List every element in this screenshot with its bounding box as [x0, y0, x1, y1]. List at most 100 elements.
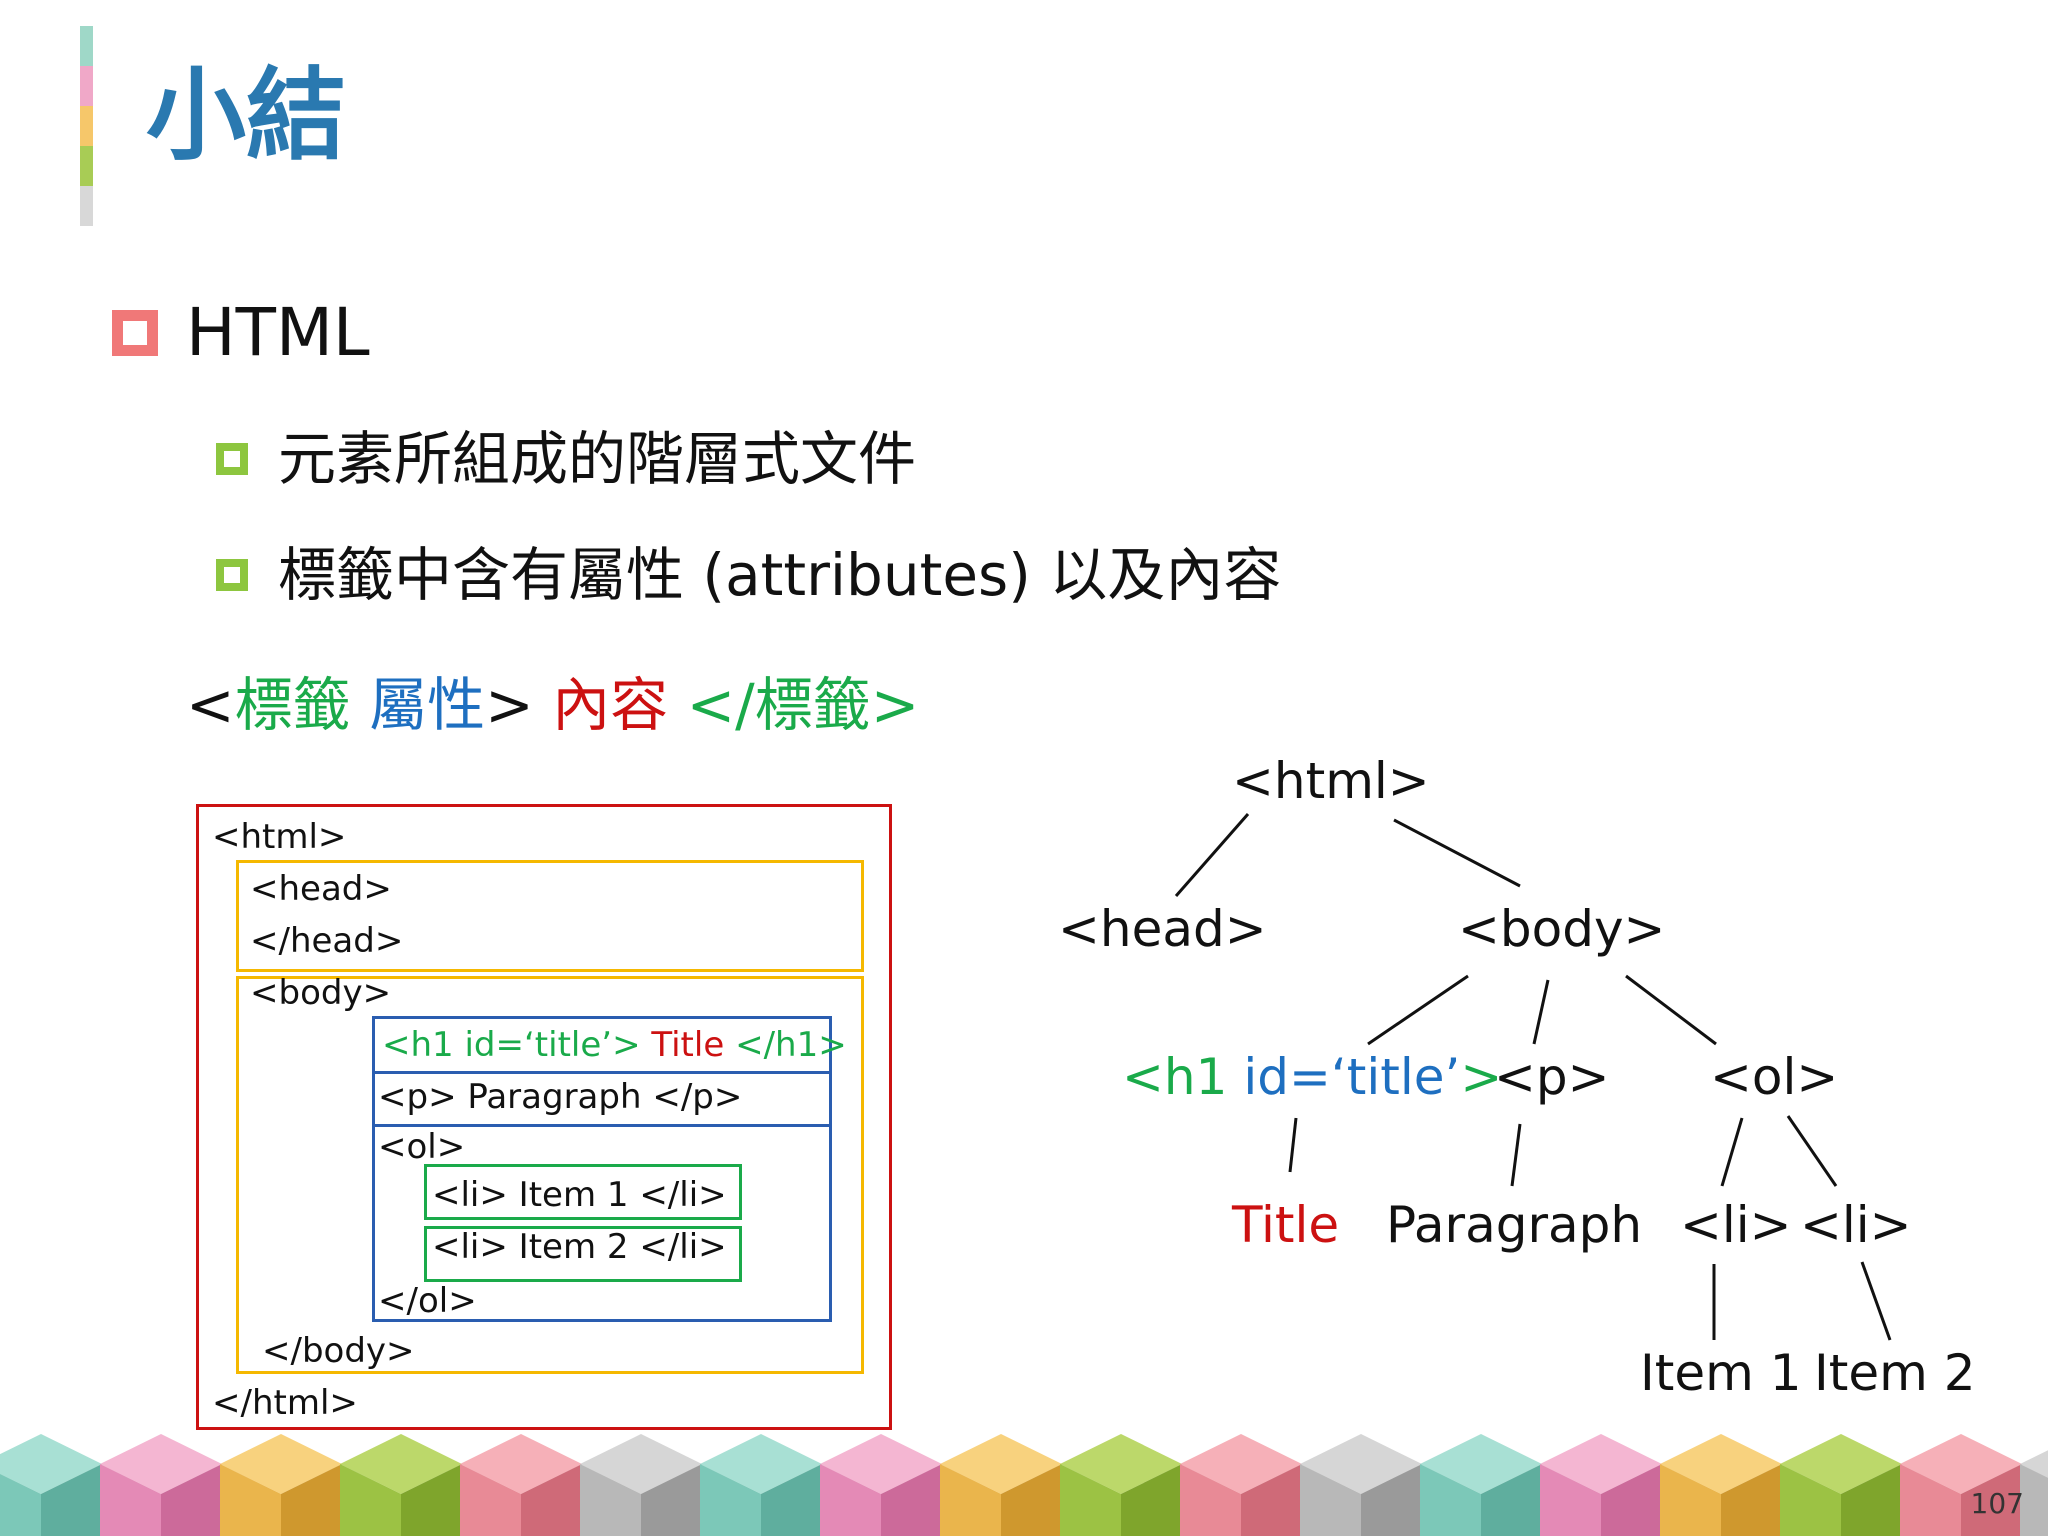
cube-right [401, 1464, 462, 1536]
syntax-attribute: 屬性 [369, 671, 486, 739]
cube-right [1121, 1464, 1182, 1536]
cube-right [161, 1464, 222, 1536]
cube-left [700, 1464, 761, 1536]
edge-html-body [1393, 818, 1521, 888]
slide-title: 小結 [146, 57, 346, 174]
cube-top [2020, 1450, 2048, 1478]
tag-syntax-line: <標籤 屬性> 內容 </標籤> [186, 676, 919, 734]
tree-h1-attr: id=‘title’ [1243, 1048, 1461, 1106]
cube-left [220, 1464, 281, 1536]
code-body-close: </body> [262, 1331, 415, 1371]
tree-h1-end: > [1460, 1048, 1503, 1106]
cube-right [1841, 1464, 1902, 1536]
edge-ol-li2 [1786, 1115, 1838, 1187]
cube-left [340, 1464, 401, 1536]
cube-right [281, 1464, 342, 1536]
cube-right [41, 1464, 102, 1536]
tree-node-li2: <li> [1800, 1196, 1912, 1254]
edge-body-ol [1625, 974, 1717, 1046]
tree-node-body: <body> [1458, 900, 1666, 958]
cube-right [521, 1464, 582, 1536]
edge-html-head [1174, 813, 1250, 897]
code-head-close: </head> [250, 921, 404, 961]
cube-right [1001, 1464, 1062, 1536]
bullet-html: HTML [112, 300, 370, 366]
code-html-close: </html> [212, 1383, 358, 1423]
li2-box [424, 1226, 742, 1282]
cube-left [1180, 1464, 1241, 1536]
tree-node-paragraph: Paragraph [1386, 1196, 1643, 1254]
cube-left [580, 1464, 641, 1536]
syntax-close-tag: </標籤> [686, 671, 920, 739]
bullet-text: HTML [186, 294, 370, 371]
body-box [236, 976, 864, 1374]
edge-body-p [1532, 979, 1550, 1045]
cube-left [820, 1464, 881, 1536]
cube-left [1540, 1464, 1601, 1536]
cube-left [0, 1473, 41, 1536]
code-li2: <li> Item 2 </li> [432, 1227, 727, 1267]
tree-node-item1: Item 1 [1640, 1344, 1802, 1402]
sub-bullet-1: 元素所組成的階層式文件 [216, 430, 916, 488]
tree-node-item2: Item 2 [1814, 1344, 1976, 1402]
cube-top [0, 1434, 102, 1494]
syntax-content: 內容 [552, 671, 669, 739]
cube-right [1721, 1464, 1782, 1536]
square-bullet-icon [216, 443, 248, 475]
head-box [236, 860, 864, 972]
cube-right [641, 1464, 702, 1536]
cube-right [1961, 1464, 2022, 1536]
edge-body-h1 [1367, 974, 1469, 1046]
tree-node-li1: <li> [1680, 1196, 1792, 1254]
sub-bullet-text: 元素所組成的階層式文件 [278, 425, 917, 493]
code-h1-content: Title [651, 1025, 725, 1065]
cube-right [1481, 1464, 1542, 1536]
edge-p-paragraph [1510, 1123, 1522, 1187]
cube-left [1780, 1464, 1841, 1536]
code-h1-line: <h1 id=‘title’> Title </h1> [382, 1028, 847, 1062]
cube-left [100, 1464, 161, 1536]
square-bullet-icon [112, 310, 158, 356]
cube-right [1241, 1464, 1302, 1536]
tree-node-ol: <ol> [1710, 1048, 1839, 1106]
code-body-open: <body> [250, 973, 392, 1013]
tree-node-h1: <h1 id=‘title’> [1122, 1052, 1502, 1102]
code-li1: <li> Item 1 </li> [432, 1175, 727, 1215]
cube-left [1300, 1464, 1361, 1536]
syntax-tag: 標籤 [234, 671, 351, 739]
edge-ol-li1 [1720, 1117, 1744, 1187]
cube-left [1420, 1464, 1481, 1536]
dom-tree-connectors [1174, 813, 1892, 1341]
cube-left [1060, 1464, 1121, 1536]
cube-right [881, 1464, 942, 1536]
syntax-open-lt: < [186, 671, 235, 739]
code-ol-open: <ol> [378, 1127, 466, 1167]
sub-bullet-text: 標籤中含有屬性 (attributes) 以及內容 [278, 541, 1282, 609]
ol-box [372, 1124, 832, 1322]
code-ol-close: </ol> [378, 1281, 477, 1321]
code-p-line: <p> Paragraph </p> [378, 1077, 743, 1117]
cube-right [1361, 1464, 1422, 1536]
cube-left [1900, 1464, 1961, 1536]
square-bullet-icon [216, 559, 248, 591]
tree-node-p: <p> [1494, 1048, 1610, 1106]
tree-node-html: <html> [1232, 752, 1430, 810]
cube-left [1660, 1464, 1721, 1536]
cube-left [460, 1464, 521, 1536]
li1-box [424, 1164, 742, 1220]
cube-footer-decoration [0, 1434, 2048, 1536]
sub-bullet-2: 標籤中含有屬性 (attributes) 以及內容 [216, 546, 1281, 604]
tree-node-title: Title [1232, 1196, 1340, 1254]
cube-left [940, 1464, 1001, 1536]
edge-li2-item2 [1860, 1261, 1892, 1341]
cube-right [761, 1464, 822, 1536]
html-box [196, 804, 892, 1430]
tree-h1-tag: <h1 [1122, 1048, 1228, 1106]
code-head-open: <head> [250, 869, 392, 909]
code-h1-tag: <h1 id=‘title’> [382, 1025, 641, 1065]
edge-h1-title [1288, 1117, 1298, 1173]
syntax-open-gt: > [485, 671, 534, 739]
page-number: 107 [1970, 1487, 2024, 1520]
tree-node-head: <head> [1058, 900, 1267, 958]
code-html-open: <html> [212, 817, 347, 857]
